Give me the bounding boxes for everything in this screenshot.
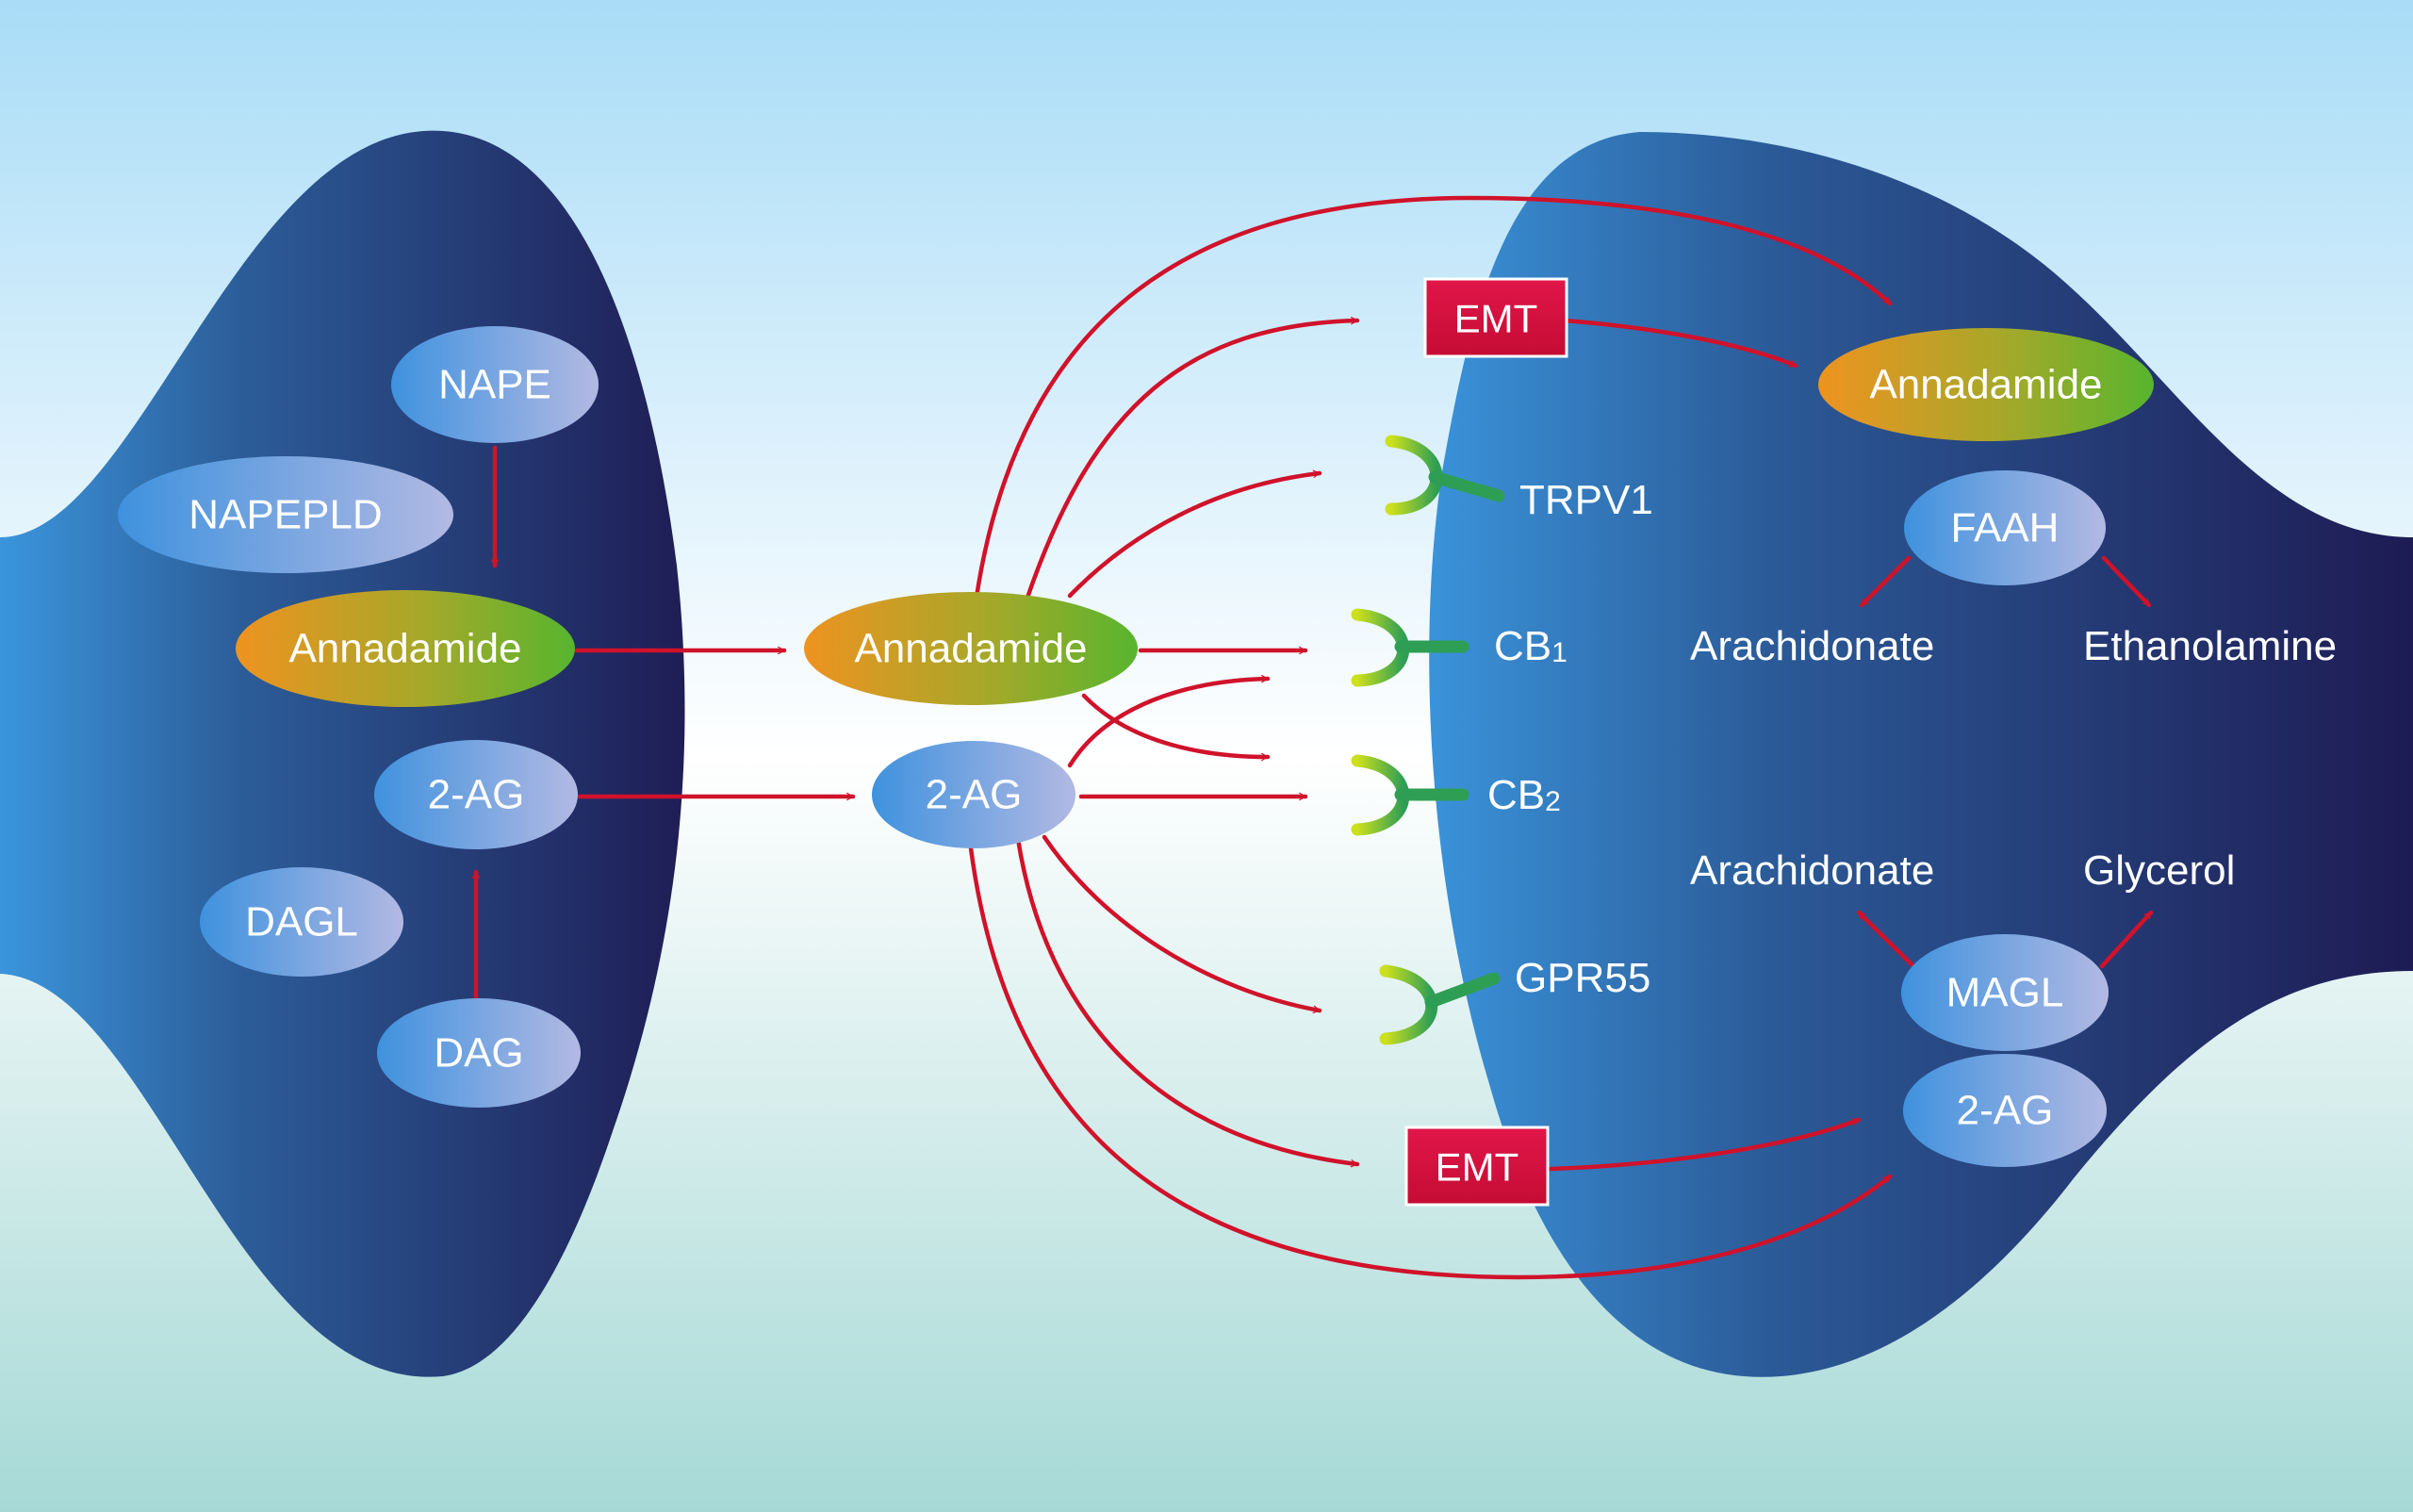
emt-top-box (1423, 277, 1568, 358)
gpr55-receptor-stem-icon (1424, 972, 1501, 1009)
postsynaptic-anandamide-node: Annadamide (1818, 328, 2154, 441)
arrow-magl-to-arachidonate (1856, 910, 1916, 969)
postsynaptic-neuron (1429, 132, 2413, 1377)
dag-oval (377, 998, 581, 1108)
dagl-node: DAGL (200, 867, 403, 977)
gpr55-receptor: GPR55 (1379, 955, 1650, 1045)
arrow-2ag-to-postsynaptic (968, 846, 1893, 1280)
cleft-anandamide-node: Annadamide (804, 592, 1138, 705)
trpv1-receptor: TRPV1 (1385, 435, 1653, 523)
cb1-label: CB1 (1494, 623, 1568, 669)
cleft-anandamide-oval (804, 592, 1138, 705)
arrow-anandamide-to-cb2 (1081, 693, 1271, 762)
arrow-faah-to-ethanolamine (2101, 555, 2152, 608)
postsynaptic-anandamide-oval (1818, 328, 2154, 441)
postsynaptic-2ag-label: 2-AG (1957, 1088, 2054, 1134)
nape-oval (391, 326, 599, 443)
cleft-anandamide-label: Annadamide (854, 626, 1087, 672)
postsynaptic-anandamide-label: Annadamide (1869, 362, 2102, 408)
arrow-emt-to-2ag (1548, 1117, 1862, 1172)
emt-top: EMT (1423, 277, 1568, 358)
napepld-oval (118, 456, 453, 573)
postsynaptic-2ag-node: 2-AG (1903, 1054, 2107, 1167)
dag-node: DAG (377, 998, 581, 1108)
cleft-2ag-node: 2-AG (872, 741, 1075, 848)
arrow-2ag-to-cb1 (1067, 674, 1271, 768)
arrow-magl-to-glycerol (2099, 910, 2154, 969)
magl-oval (1901, 934, 2109, 1051)
cb2-label-main: CB (1487, 772, 1545, 818)
arrow-anandamide-to-emt (1025, 316, 1360, 600)
cleft-2ag-label: 2-AG (926, 772, 1023, 818)
cleft-2ag-oval (872, 741, 1075, 848)
emt-bottom-label: EMT (1436, 1145, 1519, 1190)
faah-node: FAAH (1904, 470, 2106, 585)
signaling-arrows (471, 195, 2154, 1280)
presynaptic-anandamide-oval (236, 590, 575, 707)
arrow-2ag-to-emt (1015, 836, 1360, 1168)
cb1-label-main: CB (1494, 623, 1551, 669)
arachidonate-from-magl-label: Arachidonate (1690, 847, 1934, 894)
arrow-anandamide-to-trpv1 (1067, 469, 1322, 599)
cb1-label-subscript: 1 (1551, 637, 1568, 668)
arrow-anandamide-to-postsynaptic (973, 195, 1893, 606)
nape-node: NAPE (391, 326, 599, 443)
arrow-faah-to-arachidonate (1859, 555, 1912, 608)
trpv1-label: TRPV1 (1519, 477, 1653, 523)
trpv1-receptor-stem-icon (1428, 470, 1505, 502)
dagl-oval (200, 867, 403, 977)
presynaptic-2ag-oval (374, 740, 578, 849)
glycerol-label: Glycerol (2083, 847, 2235, 894)
emt-bottom-box (1404, 1126, 1550, 1207)
dagl-label: DAGL (245, 899, 358, 945)
cb1-receptor: CB1 (1351, 608, 1568, 687)
emt-bottom: EMT (1404, 1126, 1550, 1207)
presynaptic-anandamide-node: Annadamide (236, 590, 575, 707)
cb2-receptor: CB2 (1351, 754, 1561, 836)
magl-node: MAGL (1901, 934, 2109, 1051)
arrow-2ag-to-gpr55 (1042, 834, 1322, 1013)
presynaptic-2ag-node: 2-AG (374, 740, 578, 849)
postsynaptic-2ag-oval (1903, 1054, 2107, 1167)
faah-label: FAAH (1951, 505, 2060, 551)
presynaptic-anandamide-label: Annadamide (288, 626, 521, 672)
gpr55-label: GPR55 (1515, 955, 1650, 1001)
magl-label: MAGL (1946, 970, 2064, 1016)
faah-oval (1904, 470, 2106, 585)
dag-label: DAG (434, 1030, 523, 1076)
arrow-emt-to-anandamide (1562, 318, 1798, 369)
emt-top-label: EMT (1454, 297, 1538, 341)
napepld-node: NAPEPLD (118, 456, 453, 573)
ethanolamine-label: Ethanolamine (2083, 623, 2337, 669)
napepld-label: NAPEPLD (189, 492, 382, 538)
cb2-label: CB2 (1487, 772, 1561, 818)
nape-label: NAPE (438, 362, 551, 408)
presynaptic-2ag-label: 2-AG (428, 772, 525, 818)
arachidonate-from-faah-label: Arachidonate (1690, 623, 1934, 669)
cb2-label-subscript: 2 (1545, 786, 1561, 817)
